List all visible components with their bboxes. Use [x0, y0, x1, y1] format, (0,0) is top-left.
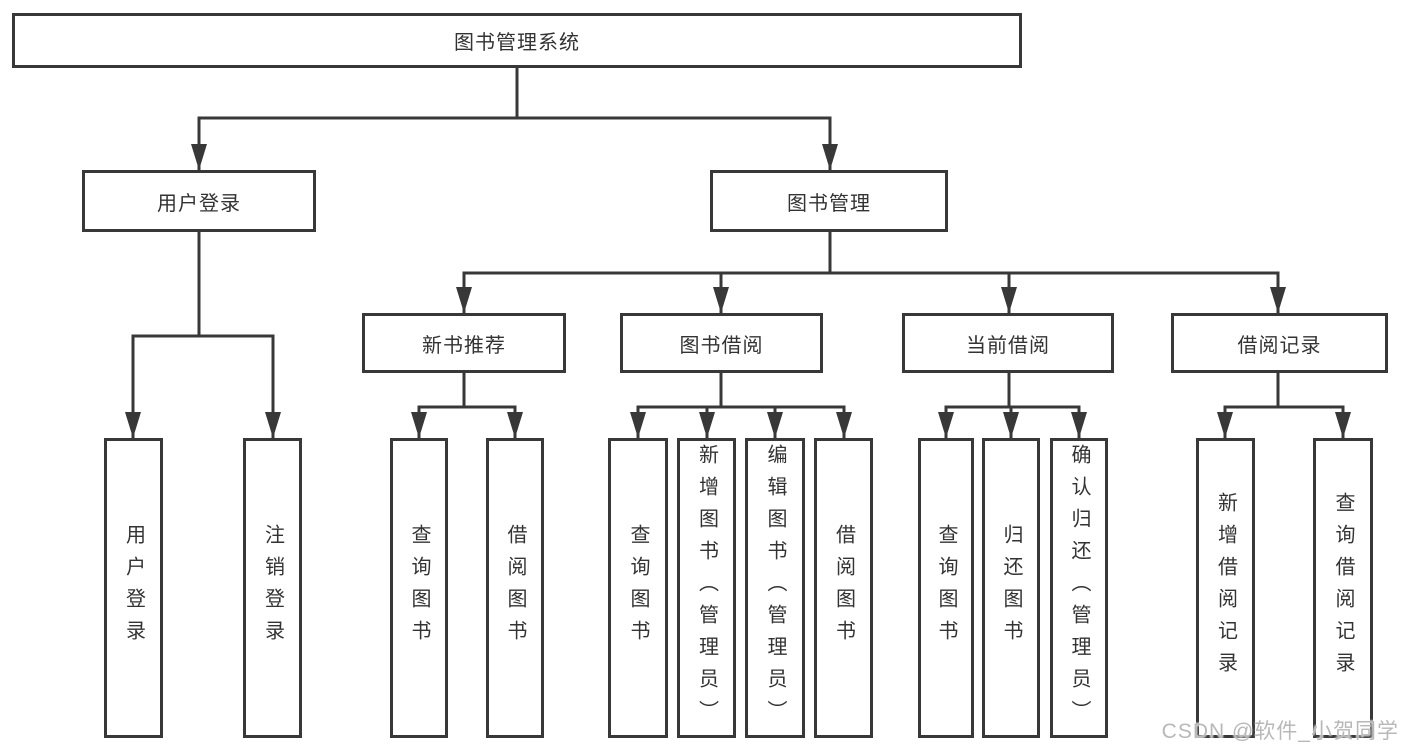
leaf-query-borrow-record-label: 查询借阅记录: [1332, 492, 1354, 684]
node-borrow-records: 借阅记录: [1171, 313, 1388, 373]
leaf-user-login-label: 用户登录: [122, 524, 145, 652]
node-borrow-records-label: 借阅记录: [1237, 334, 1322, 357]
node-book-management: 图书管理: [710, 170, 948, 232]
connector-newbook-to-leaves: [417, 371, 517, 409]
node-book-management-label: 图书管理: [787, 192, 871, 215]
connector-records-to-leaves: [1223, 371, 1345, 409]
leaf-user-login: 用户登录: [104, 438, 163, 738]
leaf-borrow-books-borrowing: 借阅图书: [814, 438, 873, 738]
leaf-query-books-current-label: 查询图书: [935, 524, 957, 652]
node-current-borrowing-label: 当前借阅: [966, 334, 1050, 357]
node-current-borrowing: 当前借阅: [902, 313, 1114, 373]
leaf-edit-book-admin: 编辑图书（管理员）: [745, 438, 805, 738]
connector-borrowing-to-leaves: [636, 371, 846, 409]
leaf-logout: 注销登录: [243, 438, 302, 738]
node-user-login: 用户登录: [82, 170, 316, 232]
leaf-return-book: 归还图书: [982, 438, 1040, 738]
leaf-confirm-return-admin: 确认归还（管理员）: [1050, 438, 1108, 738]
node-user-login-label: 用户登录: [157, 192, 241, 215]
leaf-query-books-borrowing-label: 查询图书: [627, 524, 649, 652]
leaf-add-book-admin: 新增图书（管理员）: [677, 438, 736, 738]
leaf-logout-label: 注销登录: [261, 524, 284, 652]
leaf-borrow-books-recommend-label: 借阅图书: [504, 524, 526, 652]
leaf-query-books-recommend-label: 查询图书: [408, 524, 430, 652]
leaf-query-books-current: 查询图书: [918, 438, 974, 738]
node-book-borrowing: 图书借阅: [620, 313, 823, 373]
leaf-borrow-books-borrowing-label: 借阅图书: [832, 524, 855, 652]
leaf-query-books-recommend: 查询图书: [390, 438, 448, 738]
connector-user-login-to-leaves: [131, 230, 275, 338]
leaf-edit-book-admin-label: 编辑图书（管理员）: [764, 444, 786, 732]
node-new-book-recommend-label: 新书推荐: [422, 334, 506, 357]
leaf-borrow-books-recommend: 借阅图书: [486, 438, 544, 738]
leaf-add-borrow-record-label: 新增借阅记录: [1214, 492, 1237, 684]
leaf-query-borrow-record: 查询借阅记录: [1313, 438, 1373, 738]
leaf-add-borrow-record: 新增借阅记录: [1196, 438, 1255, 738]
leaf-add-book-admin-label: 新增图书（管理员）: [695, 444, 718, 732]
node-root-system: 图书管理系统: [12, 13, 1022, 68]
leaf-confirm-return-admin-label: 确认归还（管理员）: [1068, 444, 1090, 732]
node-book-borrowing-label: 图书借阅: [679, 334, 764, 357]
connector-root-to-level2: [197, 66, 832, 120]
leaf-return-book-label: 归还图书: [1000, 524, 1022, 652]
leaf-query-books-borrowing: 查询图书: [608, 438, 668, 738]
node-root-system-label: 图书管理系统: [454, 32, 580, 54]
node-new-book-recommend: 新书推荐: [362, 313, 566, 373]
connector-book-mgmt-to-level3: [462, 230, 1280, 275]
connector-current-to-leaves: [944, 371, 1081, 409]
